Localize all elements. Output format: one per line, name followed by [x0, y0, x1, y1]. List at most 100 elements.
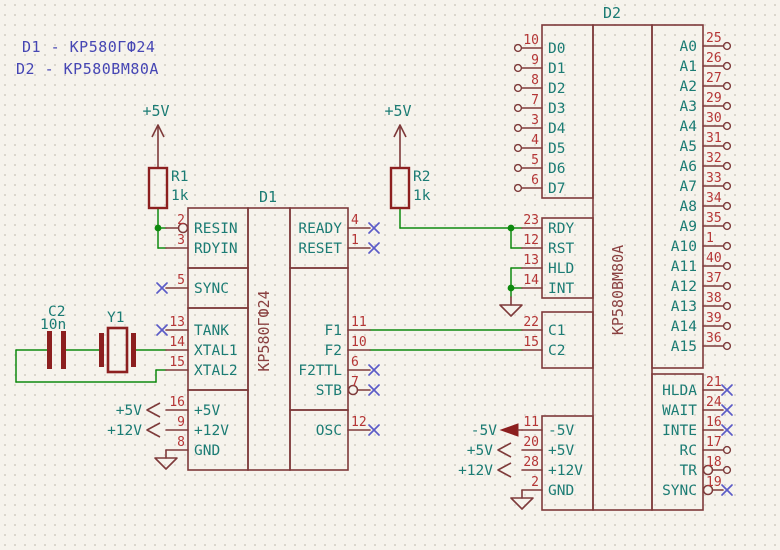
ground-symbol[interactable]	[499, 304, 523, 317]
pin-number: 17	[706, 435, 722, 450]
pin-name: GND	[548, 483, 574, 499]
pin-end-circle	[513, 183, 523, 193]
reference-label[interactable]: D2	[603, 4, 621, 22]
pin-number: 1	[706, 231, 714, 246]
ground-symbol[interactable]	[510, 497, 534, 510]
pin-number: 7	[351, 375, 359, 390]
symbol-body-section[interactable]	[541, 311, 594, 369]
power-flag-arrow-icon[interactable]	[151, 124, 165, 138]
symbol-body-section[interactable]	[289, 207, 349, 269]
symbol-body[interactable]	[247, 207, 291, 471]
no-connect-icon	[368, 424, 380, 436]
pin-number: 9	[177, 415, 185, 430]
pin-number: 33	[706, 171, 722, 186]
pin-end-circle	[722, 61, 732, 71]
resistor-R2[interactable]	[389, 166, 411, 210]
crystal-Y1[interactable]	[99, 333, 104, 367]
pin-name: A8	[680, 199, 697, 215]
pin-end-circle	[722, 141, 732, 151]
global-label-arrow-icon[interactable]	[499, 423, 519, 437]
power-flag-label[interactable]: +5V	[142, 102, 169, 120]
pin-end-circle	[513, 123, 523, 133]
pin-name: C2	[548, 343, 565, 359]
crystal-Y1[interactable]	[131, 333, 136, 367]
pin-number: 14	[523, 273, 539, 288]
pin-number: 16	[706, 415, 722, 430]
reference-label[interactable]: R2	[413, 169, 430, 185]
global-label-arrow-icon[interactable]	[146, 422, 161, 438]
pin-name: A0	[680, 39, 697, 55]
pin-number: 16	[169, 395, 185, 410]
reference-label[interactable]: C2	[48, 304, 65, 320]
pin-number: 10	[351, 335, 367, 350]
symbol-body-section[interactable]	[187, 207, 249, 269]
pin-end-circle	[722, 101, 732, 111]
pin-number: 13	[523, 253, 539, 268]
symbol-body-section[interactable]	[289, 409, 349, 471]
capacitor-C2[interactable]	[61, 331, 66, 369]
symbol-body-section[interactable]	[651, 24, 704, 369]
global-label[interactable]: +5V	[467, 443, 493, 459]
value-label[interactable]: 10n	[40, 317, 66, 333]
pin-name: XTAL1	[194, 343, 238, 359]
pin-number: 2	[177, 213, 185, 228]
pin-name: C1	[548, 323, 565, 339]
global-label[interactable]: +12V	[458, 463, 493, 479]
pin-name: +12V	[548, 463, 583, 479]
pin-number: 22	[523, 315, 539, 330]
crystal-Y1[interactable]	[106, 326, 129, 374]
pin-name: +12V	[194, 423, 229, 439]
pin-name: D2	[548, 81, 565, 97]
pin-number: 4	[351, 213, 359, 228]
value-label[interactable]: КР580ВМ80А	[609, 245, 627, 335]
global-label-arrow-icon[interactable]	[497, 462, 512, 478]
pin-number: 37	[706, 271, 722, 286]
global-label[interactable]: +12V	[107, 423, 142, 439]
no-connect-icon	[721, 384, 733, 396]
value-label[interactable]: 1k	[413, 188, 431, 204]
resistor-R1[interactable]	[147, 166, 169, 210]
pin-number: 14	[169, 335, 185, 350]
pin-name: +5V	[194, 403, 220, 419]
pin-end-circle	[722, 161, 732, 171]
pin-name: A9	[680, 219, 697, 235]
pin-number: 23	[523, 213, 539, 228]
pin-name: A11	[671, 259, 697, 275]
pin-end-circle	[722, 221, 732, 231]
pin-number: 27	[706, 71, 722, 86]
pin-name: F2TTL	[298, 363, 342, 379]
pin-end-circle	[722, 465, 732, 475]
ground-symbol[interactable]	[154, 457, 178, 470]
pin-name: F1	[325, 323, 342, 339]
pin-number: 18	[706, 455, 722, 470]
pin-name: RDY	[548, 221, 574, 237]
pin-name: HLDA	[662, 383, 697, 399]
pin-number: 11	[351, 315, 367, 330]
pin-name: TR	[680, 463, 698, 479]
capacitor-C2[interactable]	[47, 331, 52, 369]
global-label-arrow-icon[interactable]	[146, 402, 161, 418]
reference-label[interactable]: D1	[259, 188, 277, 206]
no-connect-icon	[721, 484, 733, 496]
pin-number: 3	[531, 113, 539, 128]
reference-label[interactable]: Y1	[107, 310, 124, 326]
power-flag-arrow-icon[interactable]	[393, 124, 407, 138]
global-label[interactable]: -5V	[471, 423, 497, 439]
value-label[interactable]: 1k	[171, 188, 189, 204]
pin-name: D7	[548, 181, 565, 197]
pin-number: 15	[169, 355, 185, 370]
junction-dot	[507, 284, 515, 292]
pin-name: HLD	[548, 261, 574, 277]
power-flag-label[interactable]: +5V	[384, 102, 411, 120]
pin-name: A6	[680, 159, 697, 175]
no-connect-icon	[368, 222, 380, 234]
value-label[interactable]: КР580ГФ24	[255, 290, 273, 371]
pin-name: A5	[680, 139, 697, 155]
global-label-arrow-icon[interactable]	[497, 442, 512, 458]
global-label[interactable]: +5V	[116, 403, 142, 419]
reference-label[interactable]: R1	[171, 169, 188, 185]
pin-name: D4	[548, 121, 566, 137]
pin-end-circle	[513, 83, 523, 93]
symbol-body[interactable]	[592, 24, 653, 511]
